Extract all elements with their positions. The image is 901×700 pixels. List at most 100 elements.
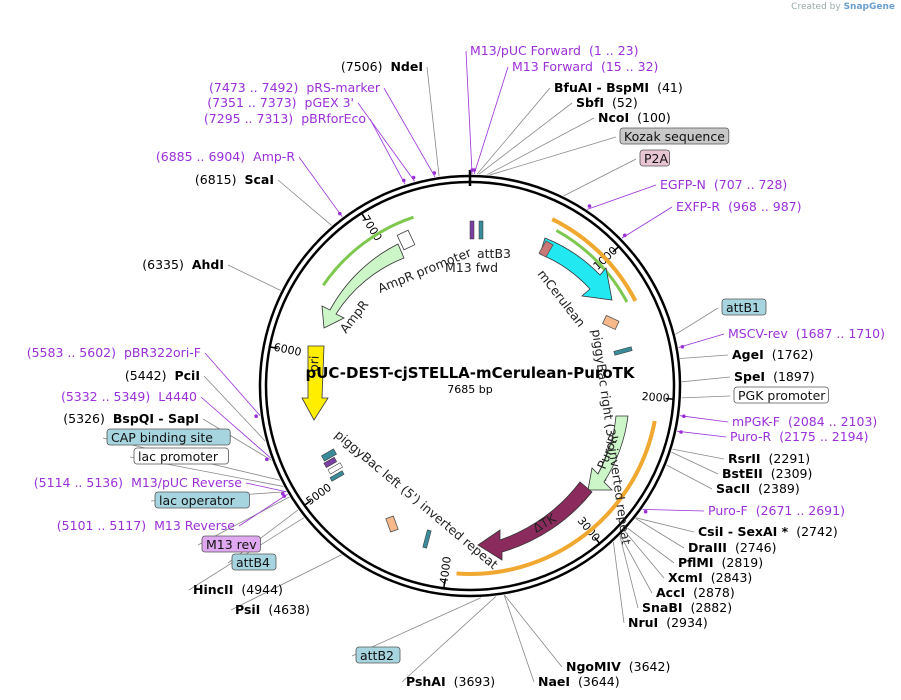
primer-label-pgex3[interactable]: (7351 .. 7373)pGEX 3' bbox=[207, 95, 354, 110]
tk-arrow[interactable] bbox=[477, 481, 593, 561]
enzyme-label-hincii[interactable]: HincII(4944) bbox=[193, 582, 283, 597]
feature-box-m13rev bbox=[201, 535, 261, 553]
primer-site-amp-r bbox=[338, 211, 342, 216]
primer-range: (1 .. 23) bbox=[589, 43, 639, 58]
feature-label-attb1[interactable]: attB1 bbox=[726, 300, 760, 315]
primer-range: (6885 .. 6904) bbox=[156, 149, 245, 164]
enzyme-label-xcmi[interactable]: XcmI(2843) bbox=[668, 570, 752, 585]
enzyme-label-ncoi[interactable]: NcoI(100) bbox=[598, 110, 671, 125]
enzyme-label-csii[interactable]: CsiI - SexAI *(2742) bbox=[698, 524, 838, 539]
enzyme-label-ndei[interactable]: (7506)NdeI bbox=[341, 59, 423, 74]
enzyme-label-bfuai[interactable]: BfuAI - BspMI(41) bbox=[554, 80, 683, 95]
enzyme-label-bspqi[interactable]: (5326)BspQI - SapI bbox=[63, 411, 199, 426]
primer-label-mpgk-f[interactable]: mPGK-F(2084 .. 2103) bbox=[732, 414, 877, 429]
enzyme-name: SacII bbox=[716, 481, 750, 496]
primer-label-prs-marker[interactable]: (7473 .. 7492)pRS-marker bbox=[209, 80, 381, 95]
primer-name: pBRforEco bbox=[301, 111, 366, 126]
enzyme-name: NruI bbox=[628, 615, 658, 630]
enzyme-label-bsteii[interactable]: BstEII(2309) bbox=[722, 466, 812, 481]
primer-label-exfp-r[interactable]: EXFP-R(968 .. 987) bbox=[676, 199, 802, 214]
attb3-label: attB3 bbox=[477, 246, 511, 261]
feature-box-kozak bbox=[619, 127, 730, 145]
enzyme-label-spei[interactable]: SpeI(1897) bbox=[734, 369, 815, 384]
enzyme-name: BspQI - SapI bbox=[113, 411, 199, 426]
enzyme-name: BstEII bbox=[722, 466, 763, 481]
enzyme-label-pflmi[interactable]: PflMI(2819) bbox=[678, 555, 763, 570]
ori-arrow[interactable] bbox=[301, 345, 329, 421]
primer-label-m13puc-rev[interactable]: (5114 .. 5136)M13/pUC Reverse bbox=[34, 475, 243, 490]
feature-label-lac-prom[interactable]: lac promoter bbox=[138, 449, 219, 464]
enzyme-label-sacii[interactable]: SacII (2389) bbox=[716, 481, 800, 496]
primer-label-mscv-rev[interactable]: MSCV-rev(1687 .. 1710) bbox=[728, 326, 885, 341]
enzyme-pos: (2882) bbox=[691, 600, 733, 615]
feature-label-cap[interactable]: CAP binding site bbox=[111, 430, 213, 445]
enzyme-label-rsrii[interactable]: RsrII(2291) bbox=[728, 451, 810, 466]
enzyme-label-pcii[interactable]: (5442) PciI bbox=[125, 368, 200, 383]
feature-label-attb2[interactable]: attB2 bbox=[360, 648, 394, 663]
enzyme-label-pshai[interactable]: PshAI(3693) bbox=[406, 674, 495, 689]
leader-exfp-r bbox=[621, 206, 673, 239]
leader-pflmi bbox=[627, 527, 675, 564]
primer-range: (5101 .. 5117) bbox=[57, 518, 146, 533]
enzyme-name: PsiI bbox=[235, 602, 260, 617]
enzyme-label-nrui[interactable]: NruI(2934) bbox=[628, 615, 708, 630]
orf-mcerulean-outer bbox=[551, 217, 638, 302]
primer-label-pbrforeco[interactable]: (7295 .. 7313)pBRforEco bbox=[204, 111, 366, 126]
enzyme-pos: (100) bbox=[637, 110, 671, 125]
enzyme-pos: (5442) bbox=[125, 368, 167, 383]
primer-label-m13puc-fwd[interactable]: M13/pUC Forward(1 .. 23) bbox=[470, 43, 638, 58]
primer-label-m13-fwd[interactable]: M13 Forward(15 .. 32) bbox=[512, 59, 658, 74]
enzyme-label-draiii[interactable]: DraIII(2746) bbox=[688, 540, 777, 555]
enzyme-label-naei[interactable]: NaeI(3644) bbox=[538, 674, 620, 689]
enzyme-pos: (3644) bbox=[578, 674, 620, 689]
leader-m13-fwd bbox=[473, 66, 509, 175]
enzyme-label-agei[interactable]: AgeI(1762) bbox=[732, 347, 813, 362]
primer-label-pbr322ori[interactable]: (5583 .. 5602)pBR322ori-F bbox=[27, 345, 201, 360]
primer-label-egfp-n[interactable]: EGFP-N(707 .. 728) bbox=[660, 177, 787, 192]
enzyme-label-psii[interactable]: PsiI(4638) bbox=[235, 602, 310, 617]
small-feature-bottom bbox=[385, 515, 399, 533]
feature-label-pgk[interactable]: PGK promoter bbox=[738, 388, 826, 403]
ampr-arrow[interactable] bbox=[321, 243, 405, 329]
primer-label-m13-reverse[interactable]: (5101 .. 5117) M13 Reverse bbox=[57, 518, 235, 533]
feature-label-lac-op[interactable]: lac operator bbox=[159, 493, 236, 508]
primer-label-puro-r[interactable]: Puro-R(2175 .. 2194) bbox=[730, 429, 868, 444]
enzyme-pos: (7506) bbox=[341, 59, 383, 74]
enzyme-label-snabi[interactable]: SnaBI(2882) bbox=[642, 600, 732, 615]
enzyme-pos: (2389) bbox=[758, 481, 800, 496]
enzyme-pos: (41) bbox=[657, 80, 683, 95]
enzyme-pos: (2746) bbox=[735, 540, 777, 555]
enzyme-label-acci[interactable]: AccI(2878) bbox=[656, 585, 735, 600]
leader-pbrforeco bbox=[369, 118, 406, 185]
feature-label-kozak[interactable]: Kozak sequence bbox=[624, 129, 725, 144]
enzyme-name: PciI bbox=[174, 368, 200, 383]
leader-xcmi bbox=[624, 530, 665, 579]
enzyme-label-sbfi[interactable]: SbfI(52) bbox=[576, 95, 638, 110]
leader-pbr322ori bbox=[204, 352, 261, 416]
enzyme-pos: (2878) bbox=[693, 585, 735, 600]
primer-label-l4440[interactable]: (5332 .. 5349)L4440 bbox=[61, 389, 197, 404]
tick-1000 bbox=[612, 245, 620, 253]
leader-rsrii bbox=[672, 448, 725, 460]
leader-ndei bbox=[426, 66, 440, 177]
primer-label-amp-r[interactable]: (6885 .. 6904)Amp-R bbox=[156, 149, 295, 164]
leader-sbfi bbox=[478, 102, 573, 175]
credit: Created by SnapGene bbox=[791, 2, 895, 12]
enzyme-label-ngomiv[interactable]: NgoMIV(3642) bbox=[566, 659, 670, 674]
primer-range: (968 .. 987) bbox=[728, 199, 801, 214]
primer-range: (2084 .. 2103) bbox=[788, 414, 877, 429]
tick-2000 bbox=[665, 397, 674, 400]
primer-site-pgex3 bbox=[411, 175, 416, 180]
leader-kozak bbox=[489, 136, 617, 176]
small-feature-right bbox=[602, 314, 620, 331]
feature-box-attb1 bbox=[721, 298, 767, 316]
feature-label-m13rev[interactable]: M13 rev bbox=[206, 537, 257, 552]
enzyme-label-ahdi[interactable]: (6335)AhdI bbox=[142, 257, 224, 272]
mcerulean-arrow[interactable] bbox=[539, 237, 613, 301]
leader-attb1 bbox=[675, 307, 719, 335]
enzyme-label-scai[interactable]: (6815)ScaI bbox=[195, 172, 274, 187]
primer-name: M13 Reverse bbox=[154, 518, 235, 533]
feature-label-p2a[interactable]: P2A bbox=[644, 151, 668, 166]
primer-label-puro-f[interactable]: Puro-F(2671 .. 2691) bbox=[708, 503, 845, 518]
feature-label-attb4[interactable]: attB4 bbox=[236, 555, 270, 570]
